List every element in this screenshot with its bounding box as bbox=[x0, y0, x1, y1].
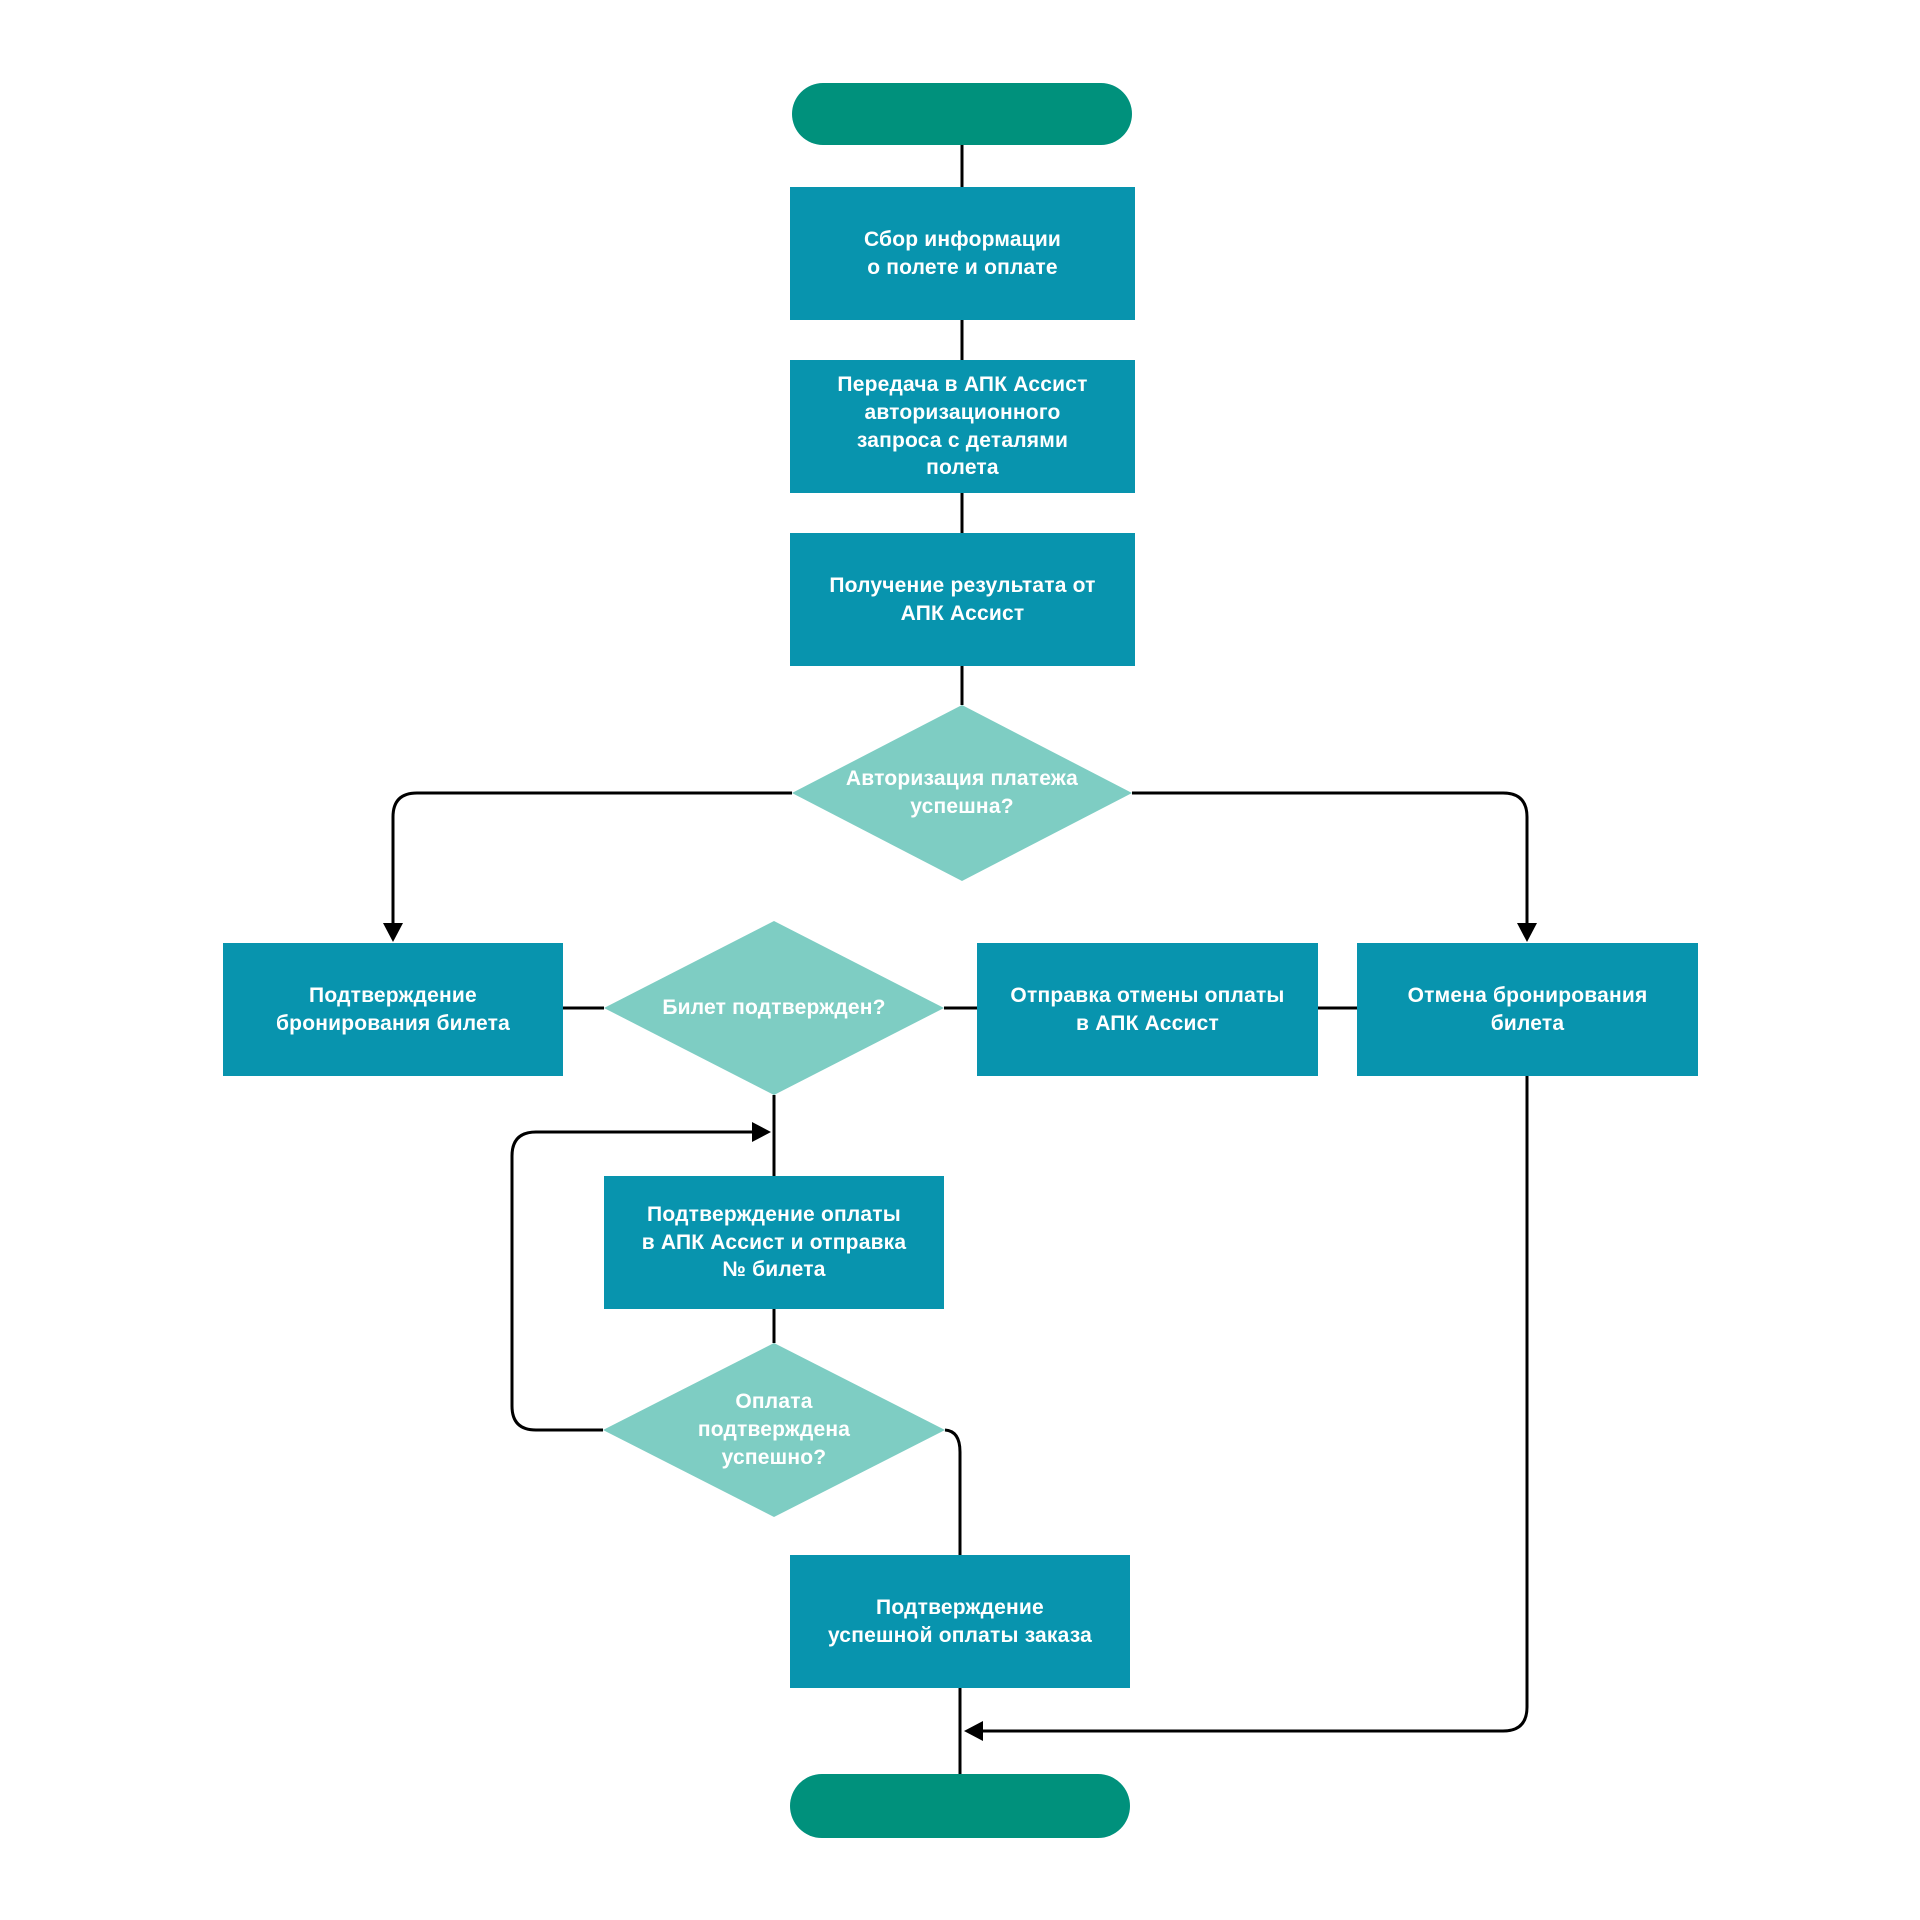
process-confirm-booking-label: Подтверждение бронирования билета bbox=[276, 983, 510, 1035]
process-send-auth-request-label: Передача в АПК Ассист авторизационного з… bbox=[837, 373, 1088, 480]
process-send-payment-cancel-label: Отправка отмены оплаты в АПК Ассист bbox=[1010, 983, 1285, 1035]
process-send-payment-cancel: Отправка отмены оплаты в АПК Ассист bbox=[977, 943, 1318, 1076]
arrowhead-loop-join bbox=[752, 1122, 771, 1142]
arrowhead-merge-into-end-line bbox=[964, 1721, 983, 1741]
end-terminal-node bbox=[790, 1774, 1130, 1838]
edge-auth-decision-to-cancel-booking bbox=[1132, 791, 1529, 925]
decision-payment-confirmed-label: Оплата подтверждена успешно? bbox=[697, 1390, 851, 1469]
process-confirm-order-payment-label: Подтверждение успешной оплаты заказа bbox=[827, 1595, 1093, 1647]
arrowhead-into-cancel-booking bbox=[1517, 923, 1537, 942]
decision-ticket-confirmed-label: Билет подтвержден? bbox=[662, 996, 886, 1020]
start-terminal-node bbox=[792, 83, 1132, 145]
decision-auth-success-label: Авторизация платежа успешна? bbox=[845, 767, 1079, 818]
process-confirm-payment-send-ticket: Подтверждение оплаты в АПК Ассист и отпр… bbox=[604, 1176, 944, 1309]
process-collect-info-label: Сбор информации о полете и оплате bbox=[863, 227, 1062, 279]
process-cancel-booking: Отмена бронирования билета bbox=[1357, 943, 1698, 1076]
decision-payment-confirmed: Оплата подтверждена успешно? bbox=[603, 1343, 945, 1517]
process-receive-result-label: Получение результата от АПК Ассист bbox=[829, 573, 1096, 625]
process-confirm-order-payment: Подтверждение успешной оплаты заказа bbox=[790, 1555, 1130, 1688]
process-confirm-booking: Подтверждение бронирования билета bbox=[223, 943, 563, 1076]
process-cancel-booking-label: Отмена бронирования билета bbox=[1407, 983, 1648, 1035]
edge-payment-decision-to-confirm-order bbox=[944, 1428, 962, 1555]
process-confirm-payment-send-ticket-label: Подтверждение оплаты в АПК Ассист и отпр… bbox=[641, 1202, 907, 1282]
process-send-auth-request: Передача в АПК Ассист авторизационного з… bbox=[790, 360, 1135, 493]
decision-auth-success: Авторизация платежа успешна? bbox=[792, 705, 1132, 881]
arrowhead-into-confirm-booking bbox=[383, 923, 403, 942]
process-receive-result: Получение результата от АПК Ассист bbox=[790, 533, 1135, 666]
edge-auth-decision-to-confirm-booking bbox=[391, 791, 792, 925]
decision-ticket-confirmed: Билет подтвержден? bbox=[604, 921, 944, 1095]
process-collect-info: Сбор информации о полете и оплате bbox=[790, 187, 1135, 320]
